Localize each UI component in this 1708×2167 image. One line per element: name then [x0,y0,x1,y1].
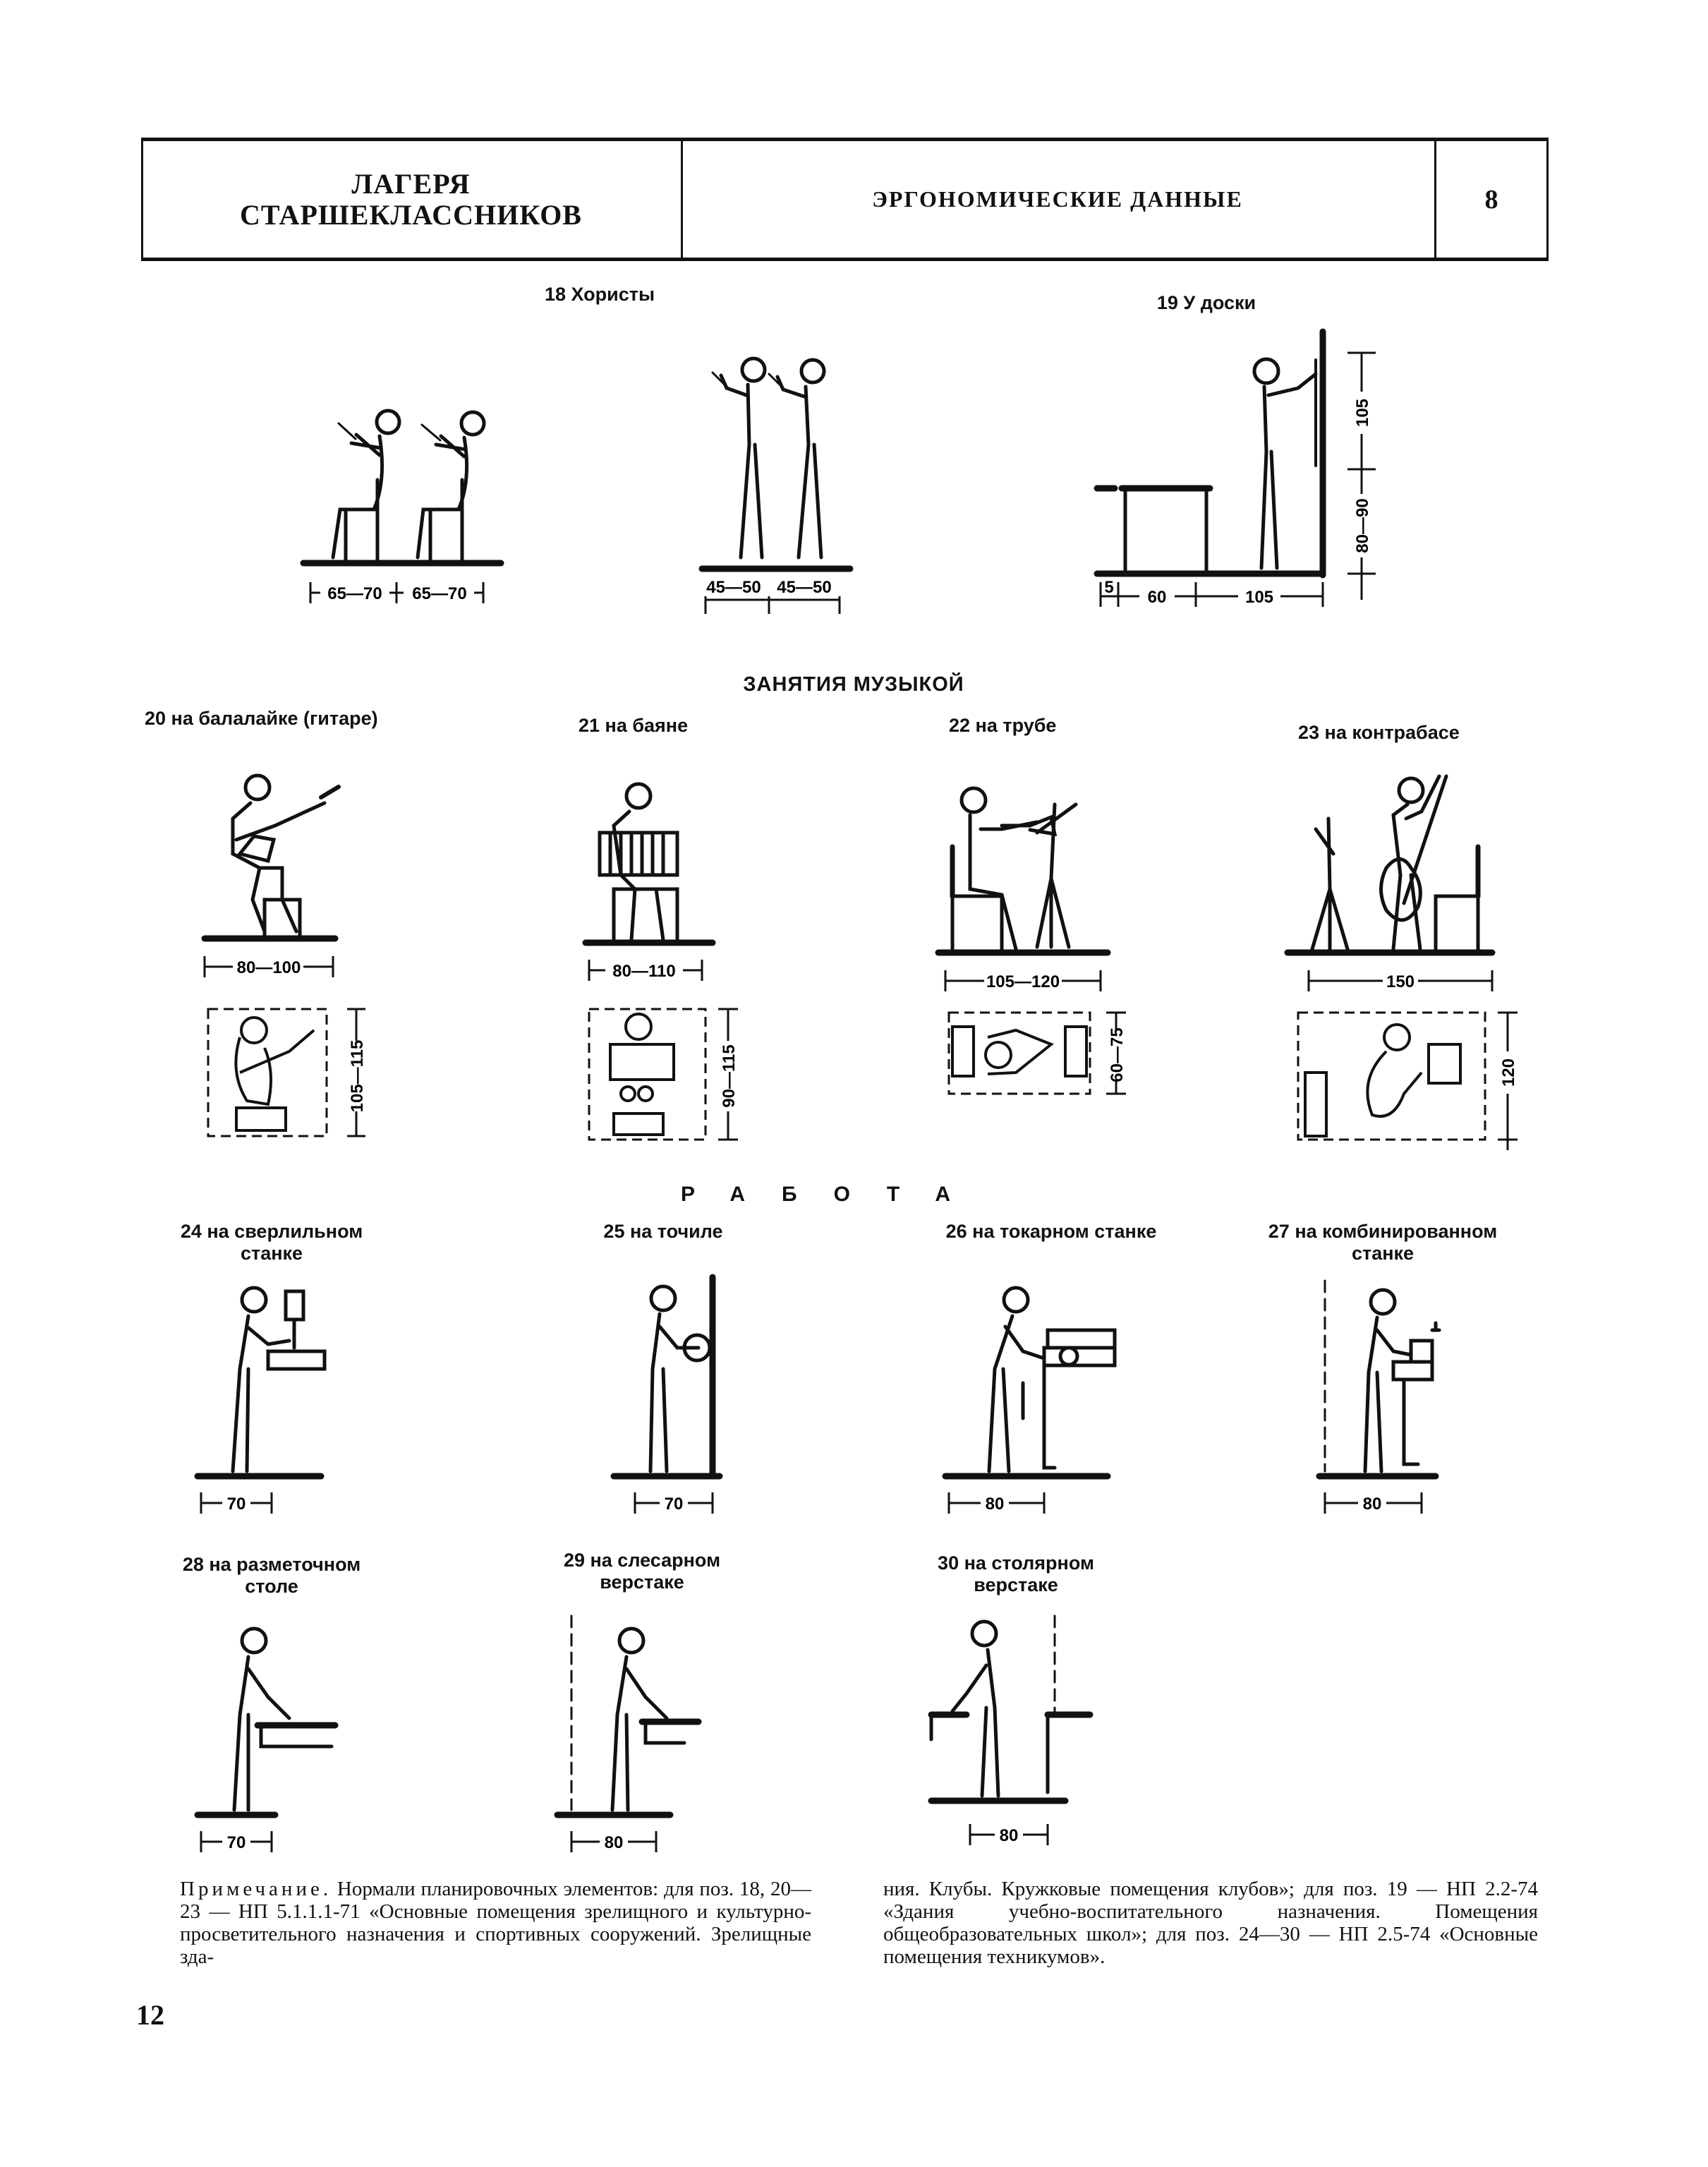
dim-25: 70 [665,1495,684,1514]
note-left: Примечание. Нормали планировочных элемен… [180,1878,811,1968]
figure-20-balalaika: 80—100 105—115 [201,773,367,1137]
dim-22-width: 105—120 [986,972,1060,991]
dim-21-width: 80—110 [612,962,675,981]
caption-29: 29 на слесарном верстаке [526,1550,758,1593]
caption-22: 22 на трубе [949,715,1057,736]
dim-27: 80 [1363,1495,1382,1514]
dim-19-v-1: 105 [1353,399,1372,427]
figure-26-lathe: 80 [942,1286,1117,1514]
caption-30-line-2: верстаке [974,1574,1058,1595]
dim-20-plan: 105—115 [348,1040,367,1113]
title-line-1: ЛАГЕРЯ [351,167,471,200]
note-left-text: Нормали планировочных элементов: для поз… [180,1878,811,1968]
note-right: ния. Клубы. Кружковые помещения клубов»;… [883,1878,1538,1968]
caption-26: 26 на токарном станке [945,1221,1157,1242]
figure-21-bayan: 80—110 90—115 [582,782,739,1141]
figure-25-grinder: 70 [610,1274,723,1514]
caption-28-line-1: 28 на разметочном [182,1554,361,1575]
dim-18-seated-2: 65—70 [412,584,466,603]
dim-18-standing-1: 45—50 [706,578,761,597]
header-section: ЭРГОНОМИЧЕСКИЕ ДАННЫЕ [681,141,1434,258]
figure-22-trumpet: 105—120 60—75 [935,786,1127,1095]
header-sheet-number: 8 [1434,141,1549,258]
figure-29-metalwork-bench: 80 [554,1614,702,1852]
caption-30-line-1: 30 на столярном [938,1552,1094,1574]
caption-27-line-1: 27 на комбинированном [1268,1221,1498,1242]
figure-30-carpentry-bench: 80 [928,1614,1094,1845]
dim-30: 80 [1000,1826,1019,1845]
figure-23-contrabass: 150 120 [1284,774,1518,1150]
dim-26: 80 [986,1495,1005,1514]
dim-23-plan: 120 [1499,1058,1518,1087]
caption-29-line-1: 29 на слесарном [563,1550,721,1571]
figure-28-marking-table: 70 [194,1626,339,1852]
caption-27-line-2: станке [1351,1243,1415,1264]
dim-29: 80 [605,1833,624,1852]
dim-20-width: 80—100 [237,958,301,977]
caption-18: 18 Хористы [544,284,655,305]
caption-20: 20 на балалайке (гитаре) [145,708,378,729]
figure-18-standing: 45—50 45—50 [698,356,854,614]
dim-21-plan: 90—115 [720,1044,739,1107]
dim-19-h-1: 5 [1104,578,1113,597]
caption-29-line-2: верстаке [600,1571,684,1593]
dim-28: 70 [227,1833,246,1852]
caption-28-line-2: столе [245,1576,298,1597]
figure-27-combined: 80 [1316,1279,1441,1514]
dim-18-standing-2: 45—50 [777,578,831,597]
note-label: Примечание. [180,1878,332,1900]
figure-24-drilling: 70 [194,1286,327,1514]
caption-30: 30 на столярном верстаке [900,1552,1132,1596]
caption-21: 21 на баяне [579,715,689,736]
figure-19-at-board: 105 80—90 5 60 105 [1094,328,1376,607]
dim-19-v-2: 80—90 [1353,498,1372,553]
dim-22-plan: 60—75 [1108,1027,1127,1082]
page-number: 12 [136,1999,164,2031]
work-heading: РАБОТА [681,1183,988,1206]
caption-24: 24 на сверлильном станке [138,1221,406,1264]
music-heading: ЗАНЯТИЯ МУЗЫКОЙ [743,673,964,696]
section-title: ЭРГОНОМИЧЕСКИЕ ДАННЫЕ [872,186,1243,212]
dim-19-h-2: 60 [1148,588,1167,607]
caption-25: 25 на точиле [603,1221,723,1242]
caption-24-line-2: станке [240,1243,303,1264]
title-line-2: СТАРШЕКЛАССНИКОВ [239,198,582,231]
caption-23: 23 на контрабасе [1298,722,1460,743]
caption-28: 28 на разметочном столе [148,1554,395,1598]
caption-27: 27 на комбинированном станке [1235,1221,1531,1264]
dim-18-seated-1: 65—70 [327,584,382,603]
dim-24: 70 [227,1495,246,1514]
caption-24-line-1: 24 на сверлильном [180,1221,363,1242]
caption-19: 19 У доски [1156,292,1256,313]
dim-19-h-3: 105 [1245,588,1273,607]
dim-23-width: 150 [1386,972,1415,991]
figure-18-seated: 65—70 65—70 [300,409,504,603]
sheet-number: 8 [1484,184,1498,215]
